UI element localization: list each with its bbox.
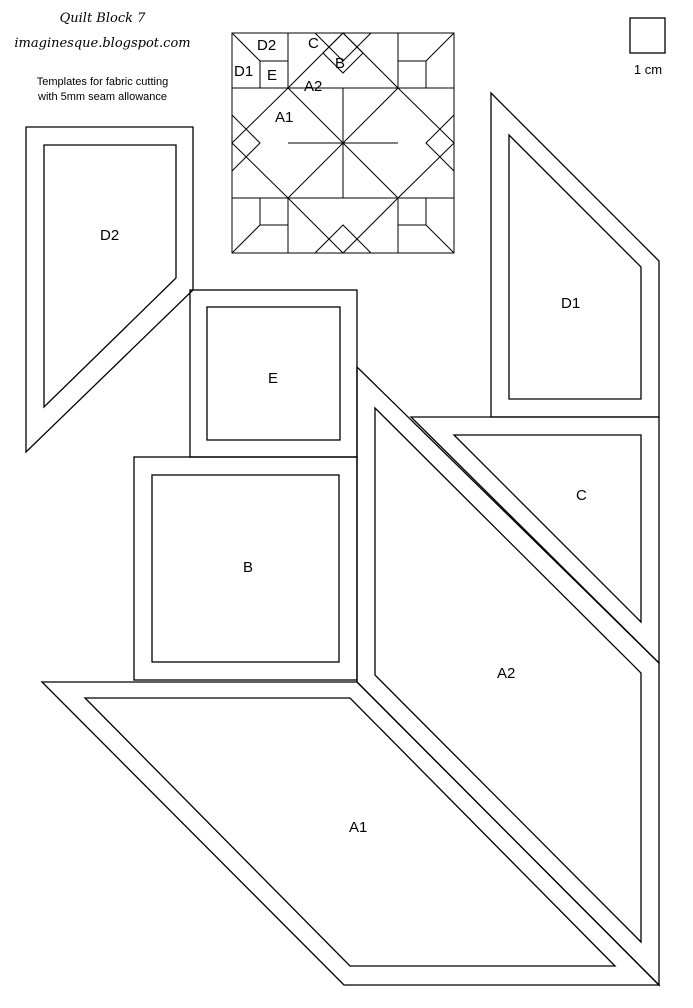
instructions-line-2: with 5mm seam allowance — [38, 91, 167, 103]
template-e-label: E — [268, 370, 278, 387]
template-d1: D1 — [490, 91, 660, 418]
template-d2-inner — [43, 144, 177, 409]
template-d2-outer — [25, 126, 194, 454]
template-d2-label: D2 — [100, 227, 119, 244]
template-b: B — [133, 456, 358, 681]
block-label-e: E — [267, 67, 277, 84]
block-label-a1: A1 — [275, 109, 293, 126]
template-a1: A1 — [40, 681, 661, 986]
block-label-d2: D2 — [257, 37, 276, 54]
template-a1-outer — [40, 681, 661, 986]
block-diagram: D2 C D1 E B A2 A1 — [231, 32, 455, 254]
template-e-inner — [206, 306, 341, 441]
template-c-label: C — [576, 487, 587, 504]
template-e: E — [189, 289, 358, 458]
scale-square — [629, 17, 666, 54]
template-c-inner — [452, 434, 642, 624]
blog-address: imaginesque.blogspot.com — [14, 36, 191, 51]
instructions-line-1: Templates for fabric cutting — [36, 76, 169, 88]
template-a1-inner — [83, 697, 617, 967]
sheet-title: Quilt Block 7 — [59, 11, 146, 26]
template-d2: D2 — [25, 126, 194, 454]
template-d1-label: D1 — [561, 295, 580, 312]
template-c: C — [409, 416, 660, 665]
template-d1-inner — [508, 133, 642, 400]
template-a2: A2 — [356, 365, 660, 987]
template-b-inner — [151, 474, 340, 663]
block-label-a2: A2 — [304, 78, 322, 95]
template-a2-inner — [374, 406, 642, 944]
block-label-d1: D1 — [234, 63, 253, 80]
template-b-label: B — [243, 559, 253, 576]
template-a1-label: A1 — [349, 819, 367, 836]
block-label-c: C — [308, 35, 319, 52]
template-a2-label: A2 — [497, 665, 515, 682]
scale-label: 1 cm — [633, 62, 663, 77]
block-label-b: B — [335, 55, 345, 72]
template-c-outer — [409, 416, 660, 665]
